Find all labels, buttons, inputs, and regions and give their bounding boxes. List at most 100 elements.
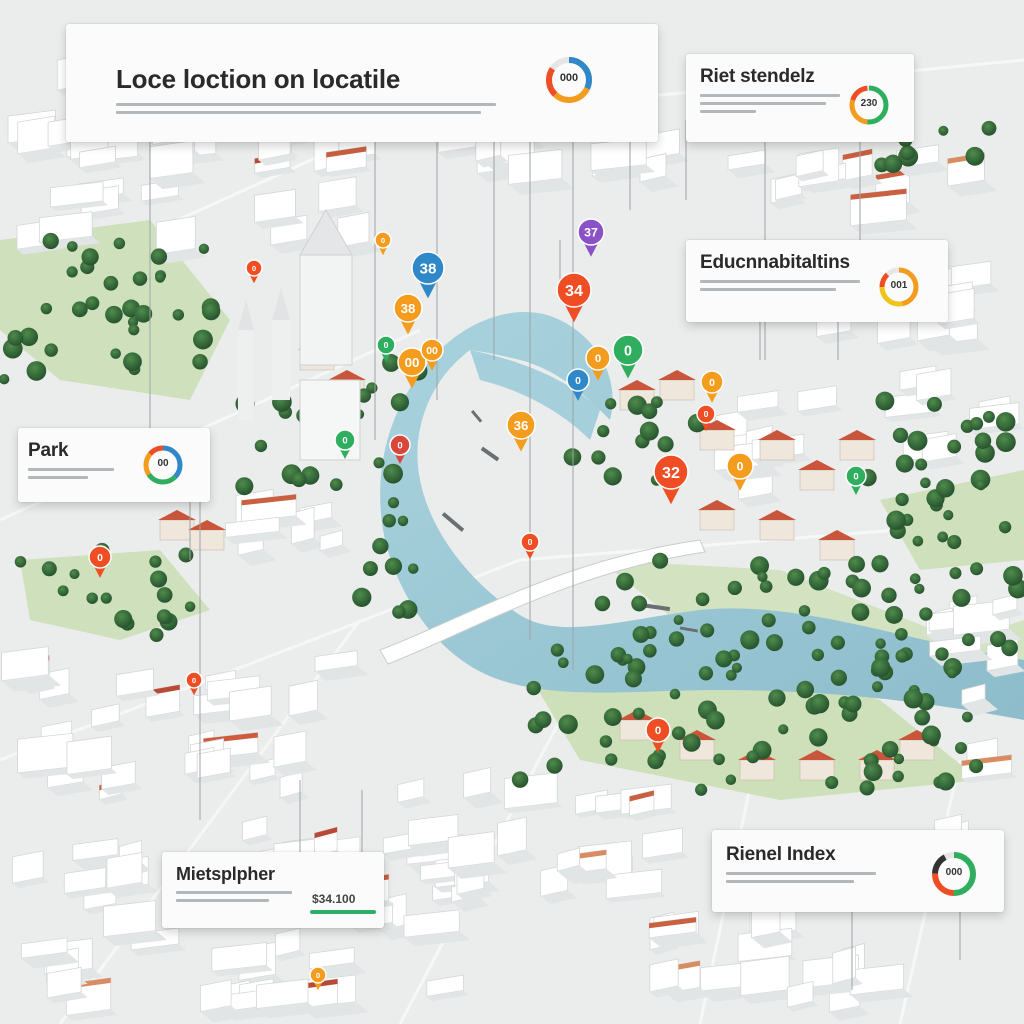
- tree: [585, 665, 605, 684]
- pin-head: [612, 334, 644, 366]
- tree: [892, 427, 909, 444]
- tree: [982, 410, 995, 423]
- map-pin[interactable]: 34: [556, 272, 592, 323]
- tree: [81, 248, 99, 266]
- tree: [936, 479, 955, 498]
- tree: [597, 424, 610, 438]
- pin-head: [696, 404, 716, 424]
- tree: [632, 626, 650, 643]
- gauge-value: 230: [860, 98, 878, 109]
- map-pin[interactable]: 00: [397, 347, 427, 389]
- map-pin[interactable]: 38: [393, 293, 423, 335]
- tree: [811, 648, 825, 662]
- map-pin[interactable]: 00: [420, 338, 444, 371]
- pin-label: 37: [584, 226, 598, 240]
- pin-head: [397, 347, 427, 377]
- pin-label: 36: [514, 418, 529, 433]
- map-pin[interactable]: 0: [645, 717, 671, 753]
- building: [751, 903, 793, 949]
- tree: [936, 772, 955, 791]
- map-pin[interactable]: 0: [374, 231, 392, 256]
- panel-title: Rienel Index: [726, 844, 836, 865]
- tree: [105, 305, 123, 324]
- pin-label: 0: [595, 353, 601, 365]
- building: [288, 679, 329, 725]
- tree: [809, 694, 830, 714]
- map-pin[interactable]: 0: [334, 429, 356, 459]
- pin-label: 38: [420, 261, 437, 278]
- map-pin[interactable]: 0: [376, 335, 396, 363]
- tree: [830, 635, 845, 650]
- tree: [605, 398, 617, 410]
- tree: [384, 557, 403, 575]
- building: [605, 868, 667, 903]
- panel-title: Riet stendelz: [700, 66, 815, 87]
- tree: [69, 569, 80, 580]
- building: [17, 115, 66, 163]
- tree: [975, 479, 987, 491]
- tree: [110, 348, 121, 359]
- building: [229, 685, 284, 732]
- map-pin[interactable]: 0: [245, 259, 263, 284]
- tree: [872, 681, 883, 693]
- tree: [383, 463, 403, 484]
- panel-description: [700, 280, 860, 291]
- panel-description: [726, 872, 876, 883]
- tree: [41, 561, 57, 577]
- donut-gauge: 230: [846, 82, 892, 128]
- tree: [759, 580, 773, 593]
- tree: [599, 735, 613, 748]
- map-pin[interactable]: 0: [88, 545, 112, 578]
- map-pin[interactable]: 0: [612, 334, 644, 379]
- building: [225, 516, 288, 545]
- tree: [134, 304, 153, 323]
- bridge: [379, 539, 706, 665]
- tree: [871, 657, 891, 678]
- map-pin[interactable]: 0: [309, 966, 327, 991]
- tree: [652, 552, 669, 569]
- pin-label: 0: [737, 460, 744, 474]
- tree: [875, 391, 895, 411]
- tree: [673, 615, 684, 626]
- tree: [387, 497, 400, 509]
- tree: [700, 623, 715, 638]
- map-pin[interactable]: 0: [185, 671, 203, 696]
- tree: [926, 396, 942, 412]
- tree: [647, 752, 664, 770]
- tree: [881, 740, 899, 758]
- tree: [149, 628, 164, 643]
- pin-label: 0: [342, 436, 347, 447]
- map-pin[interactable]: 0: [585, 345, 611, 381]
- building: [211, 942, 273, 977]
- tree: [150, 248, 168, 265]
- house: [818, 530, 856, 561]
- building: [727, 149, 776, 179]
- map-pin[interactable]: 0: [700, 370, 724, 403]
- map-pin[interactable]: 0: [389, 434, 411, 464]
- pin-head: [653, 454, 689, 490]
- map-pin[interactable]: 0: [520, 532, 540, 560]
- tree: [372, 537, 389, 555]
- map-pin[interactable]: 0: [566, 368, 590, 401]
- map-pin[interactable]: 32: [653, 454, 689, 505]
- map-pin[interactable]: 38: [411, 251, 445, 299]
- building: [275, 927, 306, 962]
- tree: [254, 439, 268, 453]
- map-pin[interactable]: 37: [577, 218, 605, 257]
- tree: [909, 573, 921, 585]
- tree: [848, 555, 865, 573]
- tree: [178, 547, 194, 563]
- building: [314, 650, 369, 682]
- tree: [156, 609, 172, 624]
- map-pin[interactable]: 0: [845, 465, 867, 495]
- tree: [511, 771, 529, 788]
- map-pin[interactable]: 0: [726, 452, 754, 491]
- pin-head: [88, 545, 112, 569]
- boats: [441, 409, 699, 633]
- tree: [7, 330, 24, 346]
- house: [158, 510, 196, 541]
- pin-label: 0: [316, 971, 320, 980]
- map-pin[interactable]: 0: [696, 404, 716, 432]
- map-pin[interactable]: 36: [506, 410, 536, 452]
